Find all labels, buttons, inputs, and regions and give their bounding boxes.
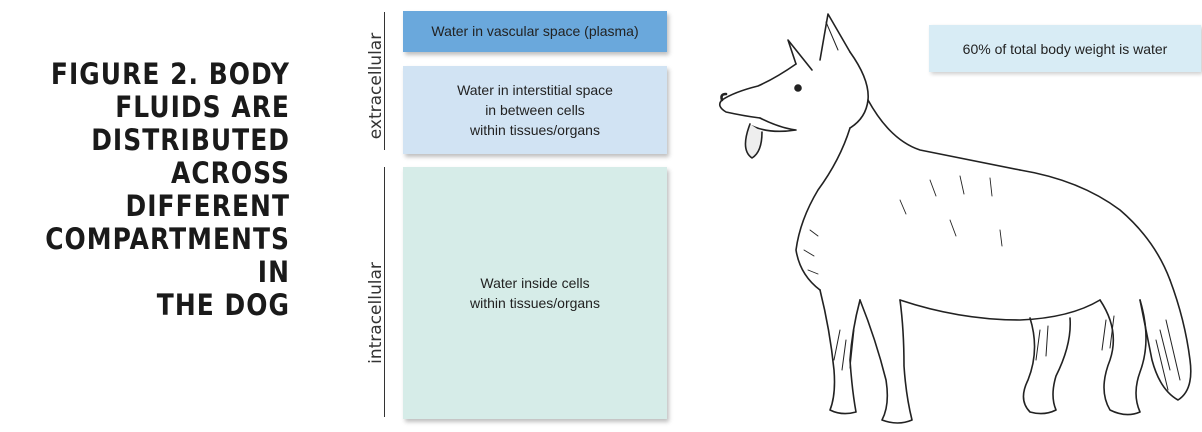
intracellular-axis-line: [384, 167, 385, 417]
plasma-compartment-box: Water in vascular space (plasma): [403, 11, 667, 52]
intracellular-compartment-box: Water inside cells within tissues/organs: [403, 167, 667, 419]
extracellular-axis-line: [384, 12, 385, 150]
intracellular-compartment-text: Water inside cells within tissues/organs: [470, 273, 600, 313]
interstitial-compartment-text: Water in interstitial space in between c…: [457, 80, 613, 140]
interstitial-compartment-box: Water in interstitial space in between c…: [403, 66, 667, 154]
plasma-compartment-text: Water in vascular space (plasma): [431, 21, 638, 41]
figure-title: FIGURE 2. BODY FLUIDS ARE DISTRIBUTED AC…: [41, 58, 290, 322]
german-shepherd-dog-icon: [700, 0, 1202, 432]
